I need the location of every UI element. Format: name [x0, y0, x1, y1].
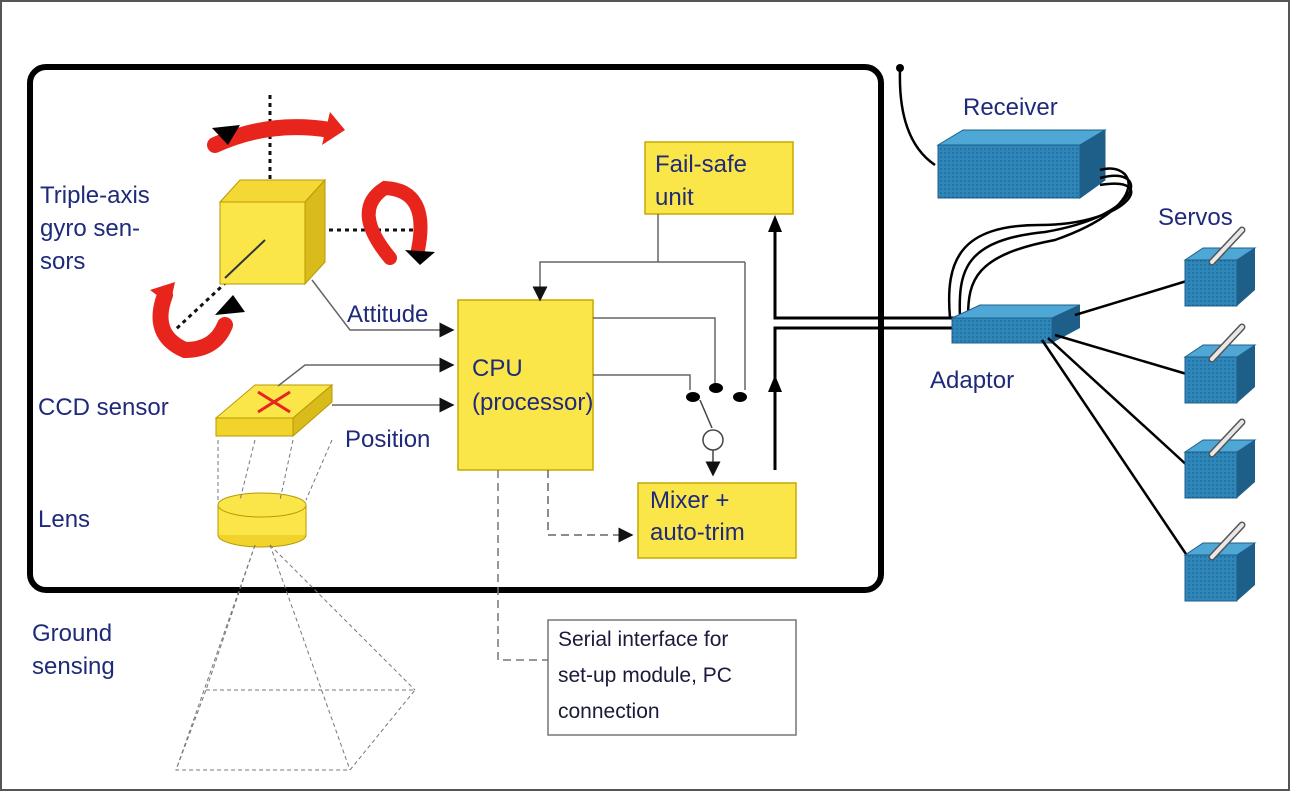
- cpu-label-line2: (processor): [472, 389, 593, 416]
- cpu-label-line1: CPU: [472, 355, 523, 382]
- failsafe-bus: [773, 225, 955, 320]
- receiver-label: Receiver: [963, 94, 1058, 121]
- failsafe-arrowhead: [768, 215, 782, 232]
- mixer-box: [637, 482, 797, 559]
- serial-label-line1: Serial interface for: [558, 628, 728, 651]
- attitude-label: Attitude: [347, 301, 428, 328]
- servos-label: Servos: [1158, 204, 1233, 231]
- receiver-adaptor-cables: [947, 167, 1133, 319]
- sensing-cone: [175, 439, 417, 771]
- ccd-sensor-icon: [214, 383, 334, 438]
- rotation-arrow-top-icon: [207, 112, 345, 153]
- lens-label: Lens: [38, 506, 90, 533]
- servo-icon: [1183, 226, 1257, 307]
- mixer-label-line1: Mixer +: [650, 487, 729, 514]
- failsafe-label-line2: unit: [655, 184, 694, 211]
- cpu-to-serial-connector: [497, 470, 548, 661]
- mixer-arrowhead: [768, 375, 782, 392]
- gyro-label-line1: Triple-axis: [40, 182, 150, 209]
- serial-interface-box: [547, 619, 797, 736]
- cpu-to-mixer-connector: [547, 470, 634, 543]
- failsafe-box: [644, 141, 794, 215]
- gyro-label-line2: gyro sen-: [40, 215, 140, 242]
- ground-label-line1: Ground: [32, 620, 112, 647]
- gyro-cube-icon: [218, 178, 327, 286]
- adaptor-icon: [951, 304, 1081, 344]
- servo-icon: [1183, 418, 1257, 499]
- servo-icon: [1183, 521, 1257, 602]
- switch-icon: [686, 383, 747, 477]
- ground-label-line2: sensing: [32, 653, 115, 680]
- antenna-icon: [896, 64, 936, 167]
- cpu-box: [457, 299, 594, 471]
- mixer-label-line2: auto-trim: [650, 519, 745, 546]
- attitude-connector: [311, 279, 455, 338]
- servo-cables: [1040, 278, 1192, 561]
- adaptor-label: Adaptor: [930, 367, 1014, 394]
- rotation-arrow-right-icon: [361, 180, 435, 265]
- cpu-to-switch-connector-b: [593, 374, 691, 390]
- receiver-icon: [936, 129, 1107, 199]
- failsafe-to-cpu-connector: [532, 214, 659, 302]
- gyro-label-line3: sors: [40, 248, 85, 275]
- position-label: Position: [345, 426, 430, 453]
- serial-label-line2: set-up module, PC: [558, 664, 732, 687]
- ccd-sensor-label: CCD sensor: [38, 394, 169, 421]
- rotation-arrow-left-icon: [150, 282, 245, 359]
- ccd-connector-top: [277, 357, 455, 387]
- cpu-to-switch-connector-a: [593, 317, 716, 385]
- failsafe-label-line1: Fail-safe: [655, 151, 747, 178]
- mixer-bus: [773, 326, 955, 470]
- lens-icon: [217, 492, 307, 548]
- servo-icon: [1183, 323, 1257, 404]
- serial-label-line3: connection: [558, 700, 660, 723]
